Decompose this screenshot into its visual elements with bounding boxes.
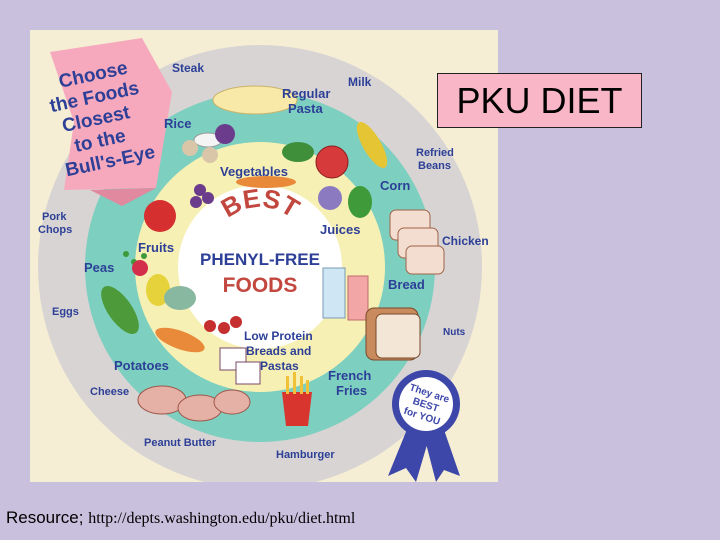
french-fries-icon [282,392,312,426]
bread-icon [375,313,421,359]
label-chicken: Chicken [442,234,489,248]
potato-icon [213,389,251,415]
label-eggs: Eggs [52,306,79,318]
carrot-icon [236,176,296,188]
corn-icon [356,122,388,168]
best-for-you-ribbon: They are BEST for YOU [388,370,460,482]
label-pastas: Pastas [260,359,299,373]
diet-poster: Choose the Foods Closest to the Bull's-E… [30,30,498,489]
apple-icon [144,200,176,232]
peas-icon [123,251,129,257]
fry-icon [293,372,296,394]
label-corn: Corn [380,178,410,193]
food-labels: Steak Milk Regular Pasta Rice Refried Be… [38,61,489,461]
label-bread: Bread [388,277,425,292]
label-peas: Peas [84,260,114,275]
center-line-2: FOODS [223,274,298,297]
fry-icon [306,380,309,394]
label-fruits: Fruits [138,240,174,255]
melon-icon [164,286,196,310]
label-fries: Fries [336,383,367,398]
label-chops: Chops [38,224,72,236]
label-rice: Rice [164,116,191,131]
label-regular: Regular [282,86,330,101]
label-breads-and: Breads and [246,344,311,358]
broccoli-icon [282,142,314,162]
label-milk: Milk [348,75,372,89]
center-circle [178,185,342,349]
grapes-icon [202,192,214,204]
label-peanut-butter: Peanut Butter [144,437,217,449]
footer-label: Resource; [6,508,84,527]
label-steak: Steak [172,61,204,75]
label-cheese: Cheese [90,386,129,398]
food-illustrations [101,85,445,426]
slide-title: PKU DIET [437,73,642,128]
peas-icon [141,253,147,259]
pea-pod-icon [101,286,139,334]
label-juices: Juices [320,222,360,237]
pasta-plate-icon [212,85,298,115]
grapes-icon [194,184,206,196]
footer-url: http://depts.washington.edu/pku/diet.htm… [88,510,356,527]
label-vegetables: Vegetables [220,164,288,179]
label-nuts: Nuts [443,327,466,338]
label-hamburger: Hamburger [276,449,335,461]
strawberry-icon [132,260,148,276]
turnip-icon [318,186,342,210]
label-low-protein: Low Protein [244,329,313,343]
tomato-icon [315,145,349,179]
grapes-icon [190,196,202,208]
label-refried: Refried [416,147,454,159]
juice-glass-icon [322,267,346,319]
chicken-icon [405,245,445,275]
juice-glass-icon [347,275,369,321]
cherry-icon [218,322,230,334]
choose-foods-banner: Choose the Foods Closest to the Bull's-E… [48,38,172,206]
bulls-eye-diagram: Choose the Foods Closest to the Bull's-E… [38,38,489,489]
fry-icon [286,376,289,394]
label-beans: Beans [418,160,451,172]
sweet-potato-icon [155,327,205,353]
cherry-icon [204,320,216,332]
label-pasta: Pasta [288,101,323,116]
label-pork: Pork [42,211,67,223]
mushroom-icon [182,140,198,156]
pepper-icon [348,186,372,218]
eggplant-icon [215,124,235,144]
center-line-1: PHENYL-FREE [200,250,320,269]
label-potatoes: Potatoes [114,358,169,373]
cracker-icon [235,361,261,385]
fry-icon [300,376,303,394]
cherry-icon [230,316,242,328]
resource-footer: Resource; http://depts.washington.edu/pk… [6,508,355,528]
mushroom-icon [202,147,218,163]
label-french: French [328,368,371,383]
